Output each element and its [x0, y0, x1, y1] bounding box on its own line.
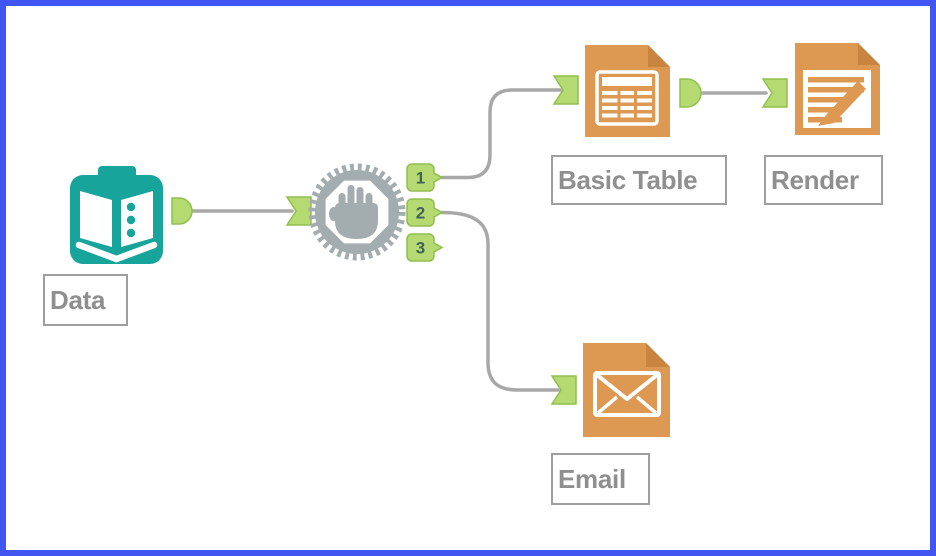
table-cell — [620, 91, 634, 95]
book-bottom-chevron — [75, 241, 158, 263]
envelope-outline — [593, 371, 661, 417]
table-cell — [620, 113, 634, 118]
label-box-data[interactable]: Data — [43, 274, 128, 326]
gear-teeth — [308, 163, 406, 261]
text-line — [808, 77, 864, 83]
table-cell — [637, 98, 652, 103]
tool-block-until-done[interactable]: 1 2 3 — [285, 163, 444, 262]
book-left-page — [80, 191, 112, 247]
table-header-row — [602, 77, 652, 86]
envelope-flap — [595, 373, 659, 401]
anchor-number-1: 1 — [416, 169, 425, 188]
data-output-anchor[interactable] — [171, 197, 193, 225]
table-cells — [602, 91, 652, 118]
document-fold-corner — [646, 343, 670, 367]
label-box-email[interactable]: Email — [551, 453, 650, 505]
block-output-anchor-2[interactable] — [406, 198, 444, 227]
document-fold-corner — [648, 45, 670, 67]
label-box-render[interactable]: Render — [764, 155, 883, 205]
tool-basic-table[interactable] — [552, 45, 702, 137]
book-dot — [126, 215, 136, 225]
table-cell — [602, 98, 618, 103]
document-table-icon — [585, 45, 670, 137]
block-output-anchors: 1 2 3 — [406, 163, 444, 262]
envelope-bottom-folds — [596, 395, 658, 415]
table-cell — [602, 106, 618, 110]
basic-table-output-anchor[interactable] — [679, 78, 702, 108]
label-text-basic-table: Basic Table — [558, 164, 698, 195]
anchor-number-3: 3 — [416, 239, 425, 258]
gear-stop-hand-icon — [308, 163, 406, 261]
book-dot — [126, 228, 136, 238]
table-cell — [602, 91, 618, 95]
basic-table-input-anchor[interactable] — [552, 75, 579, 105]
pencil-body — [826, 81, 866, 123]
table-cell — [620, 98, 634, 103]
label-box-basic-table[interactable]: Basic Table — [551, 155, 727, 205]
render-input-anchor[interactable] — [761, 78, 788, 108]
text-line — [808, 97, 850, 103]
connection-wires — [190, 88, 768, 392]
wire-block1-to-basic-table[interactable] — [440, 88, 562, 180]
label-text-data: Data — [50, 284, 106, 315]
block-output-anchor-1[interactable] — [406, 163, 444, 192]
book-dot — [126, 202, 136, 212]
table-cell — [637, 91, 652, 95]
table-cell — [602, 113, 618, 118]
text-line — [808, 87, 864, 93]
block-output-anchor-3[interactable] — [406, 233, 444, 262]
anchor-number-2: 2 — [416, 204, 425, 223]
hand-palm — [335, 203, 378, 239]
document-fold-corner — [858, 43, 880, 65]
tool-render[interactable] — [761, 43, 880, 135]
tool-email[interactable] — [550, 343, 670, 437]
tool-data[interactable] — [70, 166, 193, 264]
table-cell — [620, 106, 634, 110]
table-frame — [595, 70, 659, 126]
wire-block2-to-email[interactable] — [440, 210, 560, 392]
block-input-anchor[interactable] — [285, 196, 312, 226]
table-cell — [637, 113, 652, 118]
text-line — [808, 107, 836, 113]
stop-hand-icon — [329, 185, 378, 239]
label-text-email: Email — [558, 463, 626, 494]
open-book-icon — [70, 166, 163, 264]
pencil-glyph — [818, 81, 866, 126]
document-pencil-icon — [795, 43, 880, 135]
book-right-page — [121, 191, 153, 247]
label-text-render: Render — [771, 164, 859, 195]
table-cell — [637, 106, 652, 110]
email-input-anchor[interactable] — [550, 375, 577, 405]
pencil-tip — [818, 115, 834, 126]
document-envelope-icon — [583, 343, 670, 437]
